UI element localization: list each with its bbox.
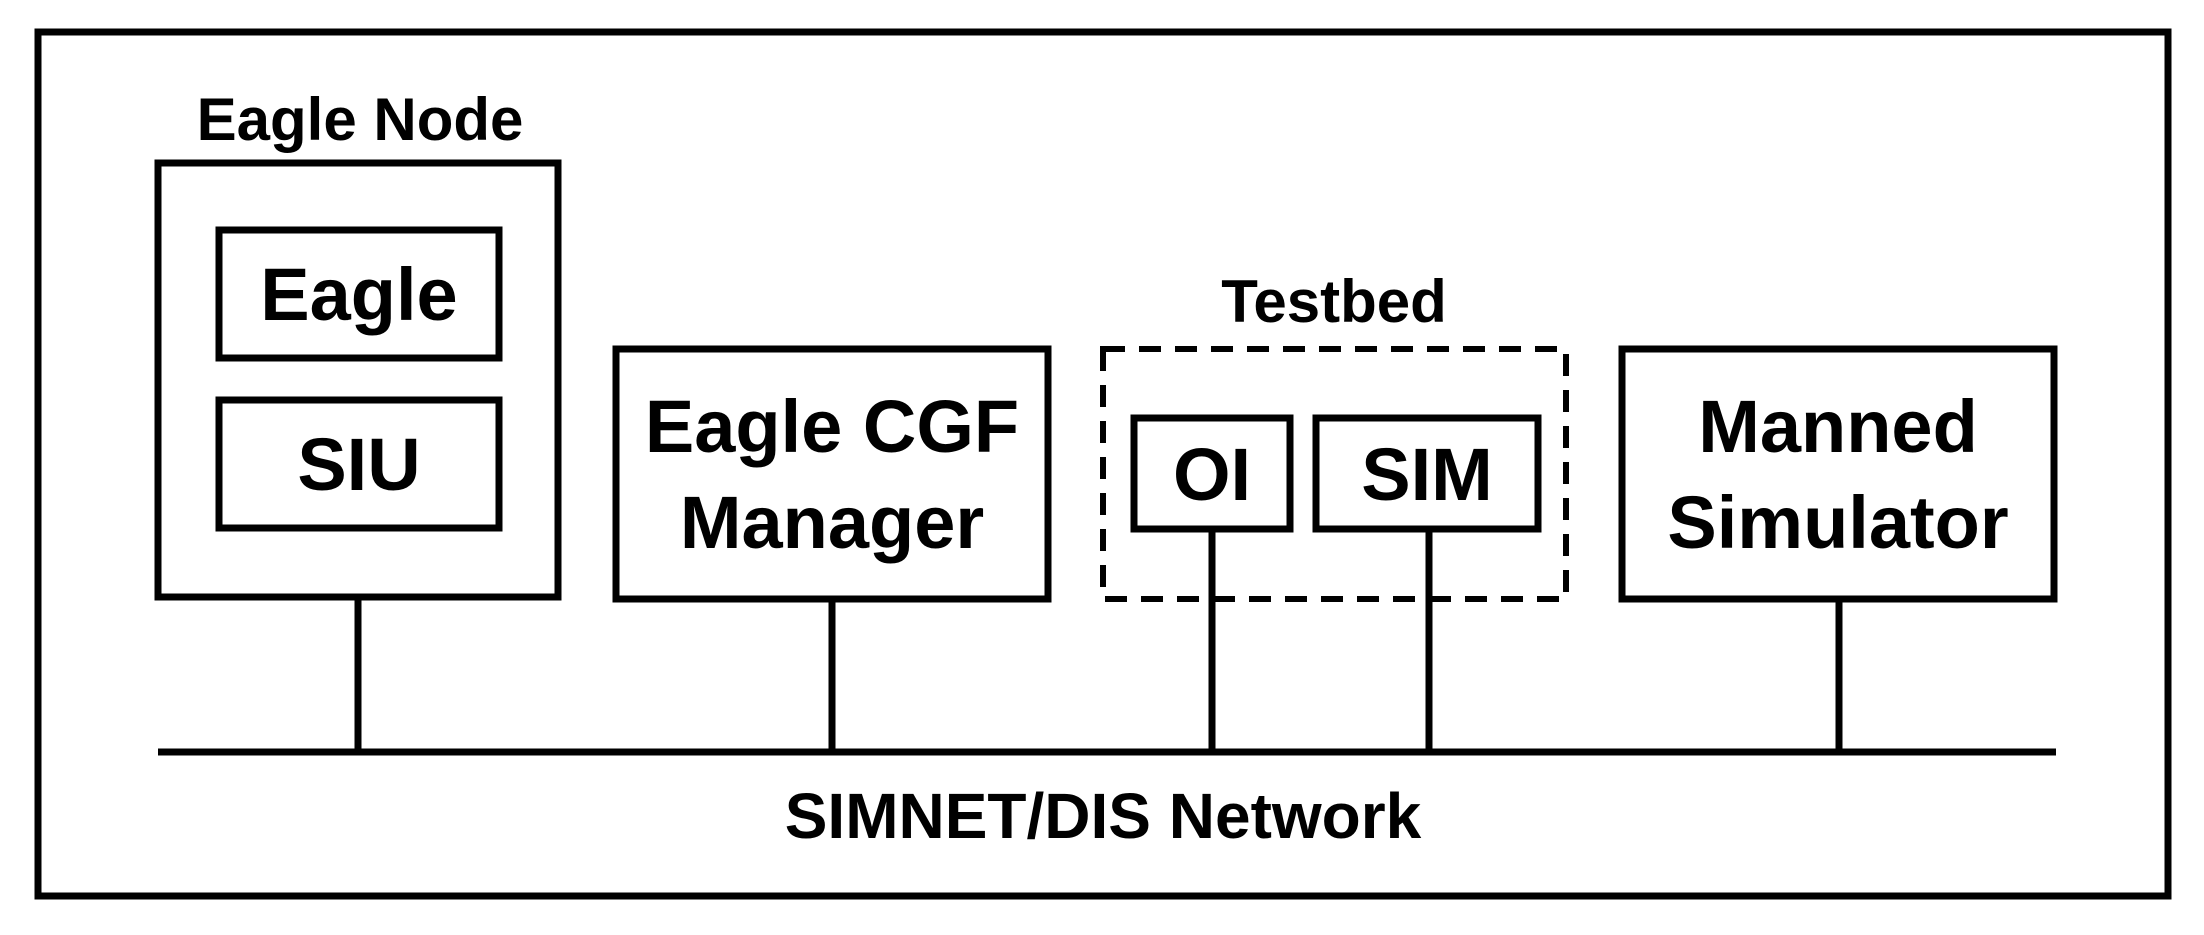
- manned-simulator-box: [1618, 345, 2058, 603]
- cgf-manager-line1: Eagle CGF: [645, 385, 1019, 468]
- oi-label: OI: [1173, 433, 1251, 516]
- manned-simulator-line2: Simulator: [1667, 481, 2008, 564]
- sim-label: SIM: [1361, 433, 1493, 516]
- siu-label: SIU: [297, 423, 420, 506]
- testbed-title: Testbed: [1221, 268, 1447, 335]
- testbed-dashed-box: [1100, 346, 1569, 602]
- sim-box: [1312, 414, 1542, 533]
- cgf-manager-box: [612, 345, 1052, 603]
- cgf-manager-line2: Manager: [680, 481, 984, 564]
- eagle-node-title: Eagle Node: [197, 86, 524, 153]
- siu-box: [215, 396, 503, 532]
- manned-simulator-line1: Manned: [1698, 385, 1978, 468]
- eagle-box: [215, 226, 503, 362]
- oi-box: [1130, 414, 1294, 533]
- eagle-label: Eagle: [260, 253, 457, 336]
- network-label: SIMNET/DIS Network: [785, 780, 1422, 852]
